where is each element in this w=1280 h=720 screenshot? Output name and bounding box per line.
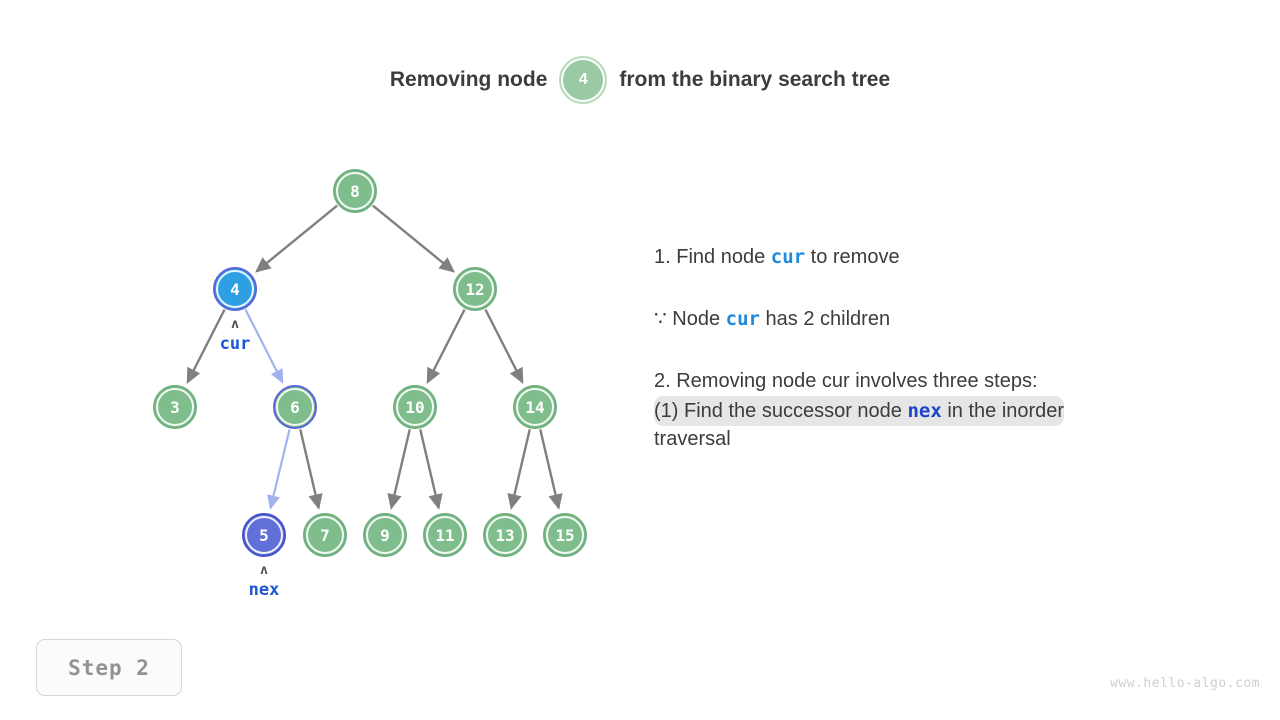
tree-edge-14-to-13 — [507, 429, 531, 510]
title-prefix: Removing node — [389, 68, 548, 91]
title-suffix: from the binary search tree — [619, 68, 891, 91]
tree-node-3: 3 — [153, 385, 197, 429]
tree-node-10: 10 — [393, 385, 437, 429]
tree-edge-10-to-9 — [387, 429, 411, 510]
tree-node-15: 15 — [543, 513, 587, 557]
pointer-name: cur — [219, 334, 251, 354]
tree-node-value: 6 — [290, 397, 300, 417]
tree-node-value: 4 — [230, 279, 240, 299]
tree-node-13: 13 — [483, 513, 527, 557]
line1-text-a: 1. Find node — [654, 246, 771, 268]
tree-node-value: 13 — [495, 525, 515, 545]
tree-node-value: 14 — [525, 397, 545, 417]
pointer-label-nex: ʌ nex — [219, 564, 309, 600]
tree-edge-12-to-14 — [484, 308, 524, 384]
tree-edge-12-to-10 — [426, 308, 466, 384]
step-badge: Step 2 — [36, 639, 182, 696]
tree-edge-14-to-15 — [539, 429, 563, 510]
tree-node-11: 11 — [423, 513, 467, 557]
caret-up-icon: ʌ — [260, 563, 268, 578]
keyword-cur-2: cur — [725, 308, 760, 330]
tree-node-14: 14 — [513, 385, 557, 429]
tree-edge-4-to-6 — [244, 309, 284, 384]
caret-up-icon: ʌ — [231, 317, 239, 332]
tree-node-value: 10 — [405, 397, 425, 417]
line4-text-a: (1) Find the successor node — [654, 400, 908, 422]
tree-node-value: 8 — [350, 181, 360, 201]
tree-edges-layer — [186, 204, 563, 510]
watermark: www.hello-algo.com — [1110, 676, 1260, 691]
line3-text: 2. Removing node cur involves three step… — [654, 370, 1038, 392]
explanation-line-1: 1. Find node cur to remove — [637, 243, 1267, 271]
line2-text-b: has 2 children — [759, 308, 891, 330]
substep-highlight-band: (1) Find the successor node nex in the i… — [654, 396, 1065, 426]
line1-text-b: to remove — [805, 246, 900, 268]
highlighted-substep: (1) Find the successor node nex in the i… — [637, 396, 1267, 453]
explanation-line-2: ∵ Node cur has 2 children — [637, 305, 1267, 333]
tree-node-5: 5 — [242, 513, 286, 557]
tree-node-value: 11 — [435, 525, 455, 545]
explanation-panel: 1. Find node cur to remove ∵ Node cur ha… — [637, 243, 1267, 453]
tree-edge-4-to-3 — [186, 308, 226, 384]
tree-edge-6-to-7 — [299, 429, 323, 510]
tree-node-value: 15 — [555, 525, 575, 545]
tree-node-9: 9 — [363, 513, 407, 557]
line4-text-c: traversal — [654, 428, 731, 450]
page-title: Removing node 4 from the binary search t… — [0, 56, 1280, 104]
line4-text-b: in the inorder — [941, 400, 1065, 422]
pointer-name: nex — [248, 580, 280, 600]
explanation-line-3: 2. Removing node cur involves three step… — [637, 367, 1267, 395]
tree-node-12: 12 — [453, 267, 497, 311]
pointer-label-cur: ʌ cur — [190, 318, 280, 354]
tree-edge-10-to-11 — [419, 429, 443, 510]
tree-node-value: 5 — [259, 525, 269, 545]
keyword-cur: cur — [770, 246, 806, 268]
tree-node-value: 12 — [465, 279, 485, 299]
tree-node-8: 8 — [333, 169, 377, 213]
tree-edge-8-to-4 — [255, 204, 338, 273]
keyword-nex: nex — [907, 400, 942, 422]
tree-node-7: 7 — [303, 513, 347, 557]
tree-edge-6-to-5 — [267, 429, 291, 510]
tree-node-value: 3 — [170, 397, 180, 417]
tree-node-6: 6 — [273, 385, 317, 429]
tree-edge-8-to-12 — [372, 204, 455, 273]
tree-node-value: 7 — [320, 525, 330, 545]
binary-search-tree-diagram: 8 4 12 3 6 10 14 5 7 9 11 13 15 ʌ cur ʌ nex — [153, 169, 587, 600]
tree-node-value: 9 — [380, 525, 390, 545]
tree-node-4: 4 — [213, 267, 257, 311]
line2-text-a: ∵ Node — [654, 308, 726, 330]
title-node-badge: 4 — [559, 56, 608, 104]
